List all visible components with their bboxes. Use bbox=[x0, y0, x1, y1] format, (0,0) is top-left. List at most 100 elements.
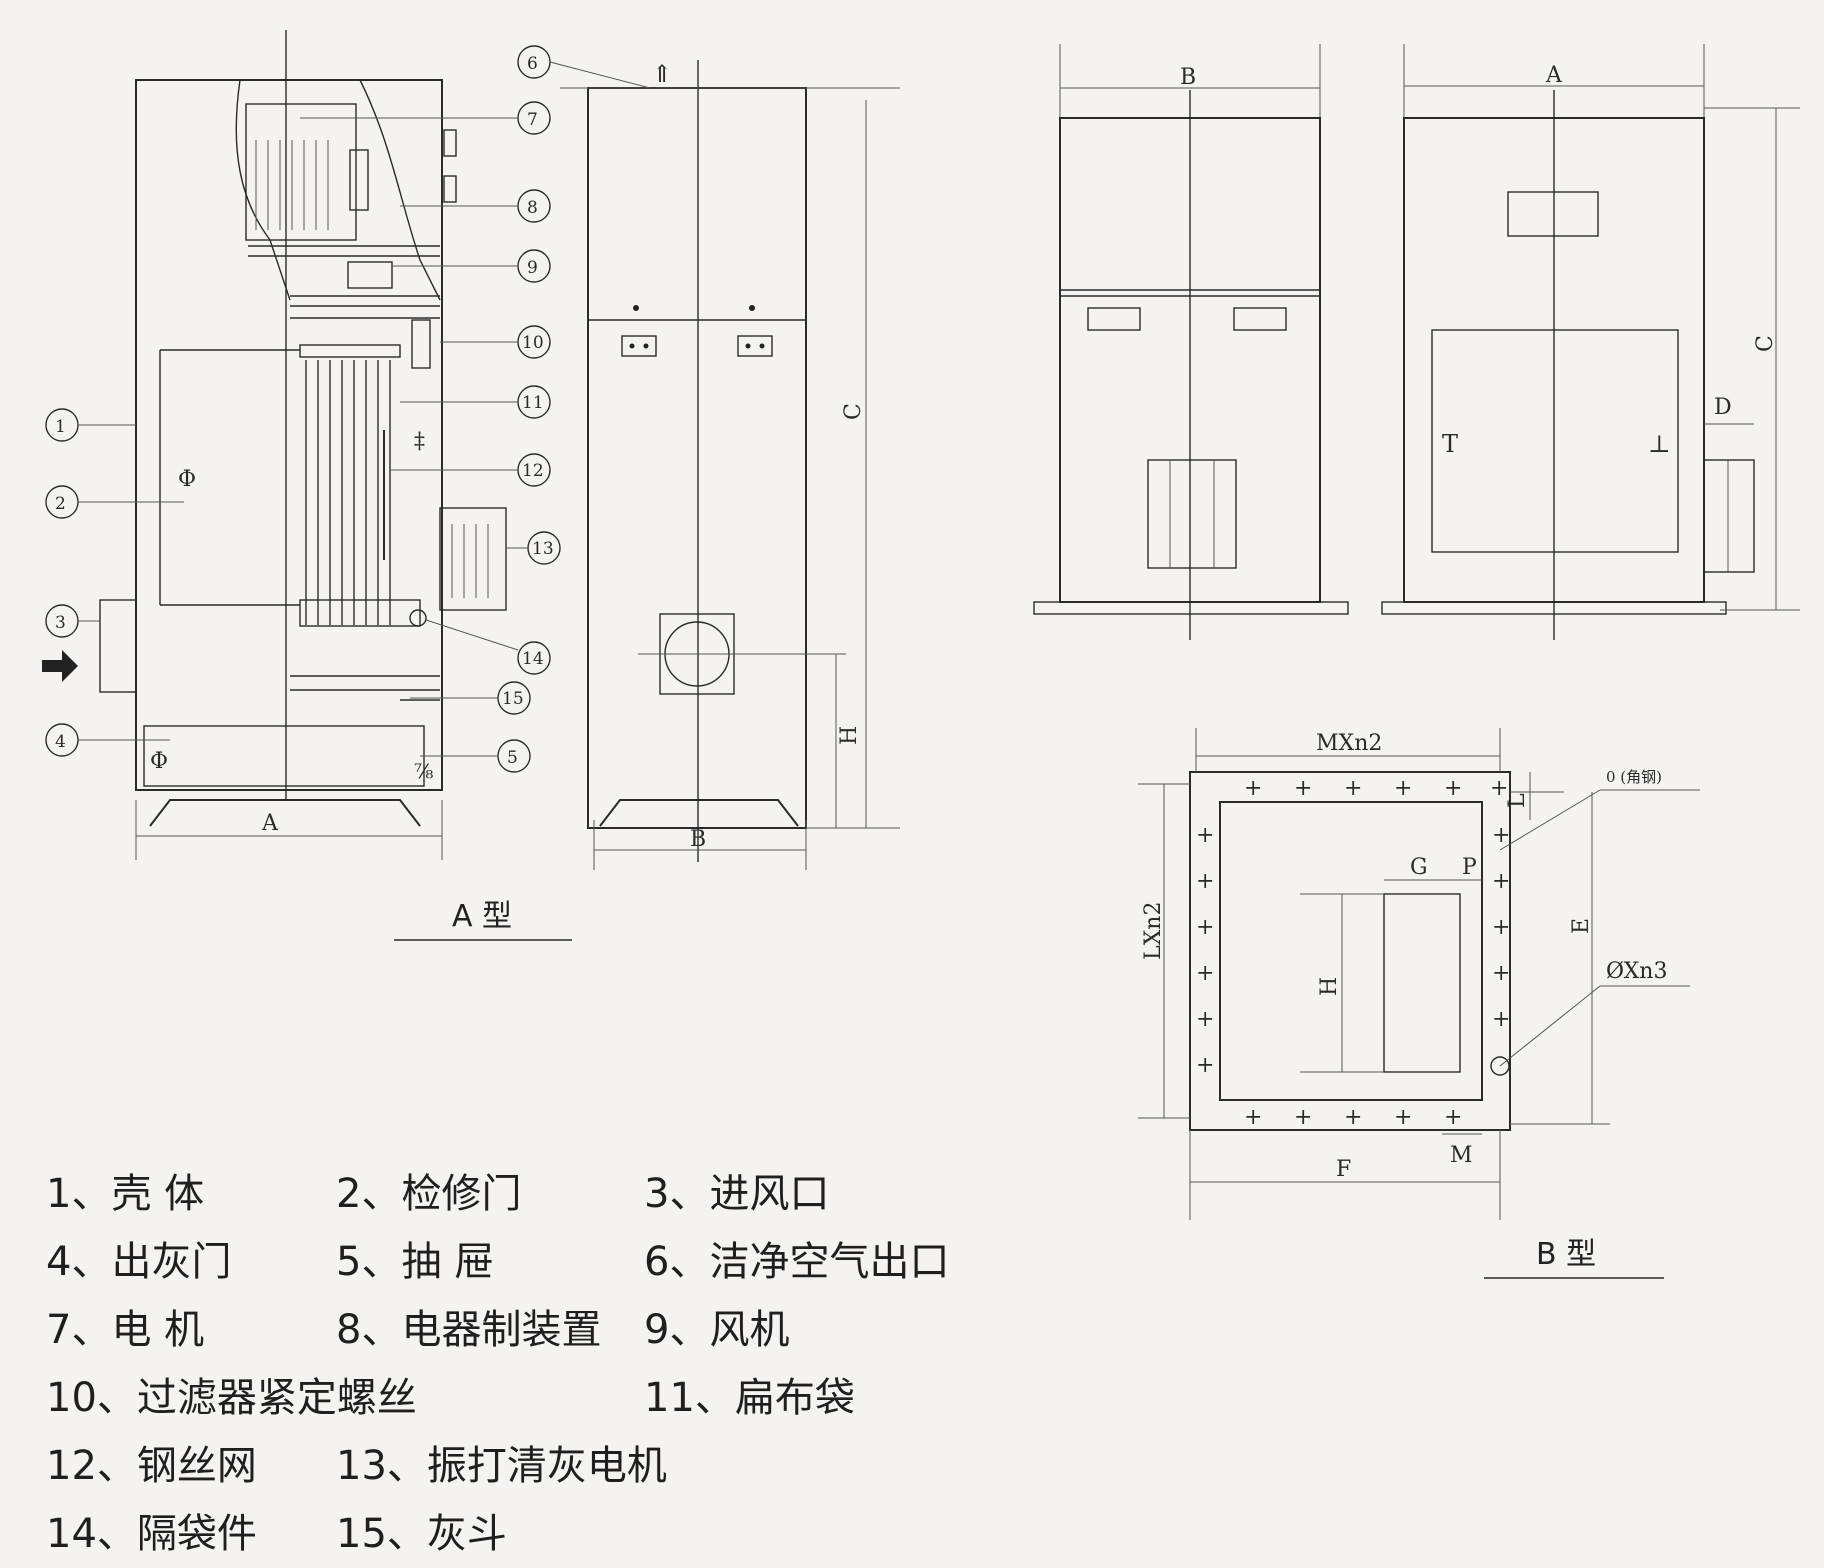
svg-text:2: 2 bbox=[55, 494, 66, 514]
svg-text:+: + bbox=[1394, 1105, 1412, 1130]
type-b-front-view: B bbox=[1033, 44, 1349, 640]
svg-text:+: + bbox=[1344, 776, 1362, 801]
legend-item: 12、钢丝网 bbox=[46, 1443, 257, 1489]
type-b-side-view: A T ⊥ D C bbox=[1381, 44, 1800, 640]
svg-text:⇑: ⇑ bbox=[652, 60, 672, 88]
callout-6: 6 bbox=[517, 45, 651, 89]
type-a-front-view: ⇑ C H B bbox=[560, 60, 900, 870]
callout-1: 1 bbox=[45, 408, 136, 442]
svg-text:9: 9 bbox=[527, 258, 538, 278]
dim-e: E bbox=[1569, 918, 1594, 934]
dim-h-b: H bbox=[1317, 977, 1342, 996]
svg-text:11: 11 bbox=[522, 393, 544, 413]
legend-item: 8、电器制装置 bbox=[336, 1307, 602, 1353]
legend-item: 13、振打清灰电机 bbox=[336, 1443, 667, 1489]
callout-4: 4 bbox=[45, 723, 170, 757]
svg-text:8: 8 bbox=[527, 198, 538, 218]
dim-lxn2: LXn2 bbox=[1141, 902, 1166, 960]
caption-type-a: A 型 bbox=[452, 899, 512, 934]
svg-text:14: 14 bbox=[522, 649, 544, 669]
dim-g: G bbox=[1410, 855, 1428, 880]
dim-l: L bbox=[1505, 793, 1530, 808]
callout-5: 5 bbox=[420, 739, 531, 773]
svg-text:+: + bbox=[1492, 869, 1510, 894]
svg-text:+: + bbox=[1196, 823, 1214, 848]
svg-text:+: + bbox=[1490, 776, 1508, 801]
svg-text:+: + bbox=[1492, 823, 1510, 848]
dim-d: D bbox=[1714, 395, 1732, 420]
svg-text:+: + bbox=[1196, 1007, 1214, 1032]
dim-a-b: A bbox=[1545, 63, 1563, 88]
svg-text:+: + bbox=[1492, 961, 1510, 986]
dim-a: A bbox=[261, 811, 279, 836]
svg-text:1: 1 bbox=[55, 417, 66, 437]
svg-text:+: + bbox=[1196, 915, 1214, 940]
callout-markers: 1 2 3 4 5 6 7 8 9 10 11 12 13 14 15 bbox=[45, 45, 651, 773]
dim-c: C bbox=[841, 403, 866, 420]
legend-item: 14、隔袋件 bbox=[46, 1511, 257, 1557]
dim-mxn2: MXn2 bbox=[1316, 731, 1382, 756]
svg-text:15: 15 bbox=[502, 689, 524, 709]
svg-text:+: + bbox=[1196, 1053, 1214, 1078]
svg-text:6: 6 bbox=[527, 54, 538, 74]
svg-text:10: 10 bbox=[522, 333, 544, 353]
legend-item: 7、电 机 bbox=[46, 1307, 205, 1353]
dim-p: P bbox=[1462, 855, 1477, 880]
svg-text:+: + bbox=[1492, 915, 1510, 940]
bolt-holes: ++++++ +++++ ++++++ +++++ bbox=[1196, 776, 1510, 1130]
svg-text:⊥: ⊥ bbox=[1648, 430, 1671, 458]
callout-10: 10 bbox=[440, 325, 551, 359]
legend-item: 3、进风口 bbox=[644, 1171, 830, 1217]
svg-text:13: 13 bbox=[532, 539, 554, 559]
callout-12: 12 bbox=[390, 453, 551, 487]
svg-text:+: + bbox=[1444, 1105, 1462, 1130]
svg-text:Φ: Φ bbox=[178, 467, 196, 492]
svg-text:+: + bbox=[1294, 1105, 1312, 1130]
legend-item: 6、洁净空气出口 bbox=[644, 1239, 950, 1285]
dim-oxn3: ØXn3 bbox=[1606, 959, 1667, 984]
dim-b-a: B bbox=[690, 827, 706, 852]
svg-text:+: + bbox=[1344, 1105, 1362, 1130]
dim-h: H bbox=[837, 726, 862, 745]
callout-3: 3 bbox=[45, 604, 100, 638]
svg-text:+: + bbox=[1492, 1007, 1510, 1032]
svg-text:4: 4 bbox=[55, 732, 66, 752]
type-a-side-section: Φ ‡ Φ ⅞ bbox=[42, 30, 507, 860]
callout-13: 13 bbox=[506, 531, 561, 565]
legend-item: 1、壳 体 bbox=[46, 1171, 205, 1217]
legend-item: 4、出灰门 bbox=[46, 1239, 232, 1285]
dim-b-b: B bbox=[1180, 65, 1196, 90]
svg-text:+: + bbox=[1294, 776, 1312, 801]
svg-text:5: 5 bbox=[507, 748, 518, 768]
svg-text:7: 7 bbox=[527, 110, 538, 130]
label-angle-steel: 0 (角钢) bbox=[1606, 768, 1662, 786]
dim-c-b: C bbox=[1753, 335, 1778, 352]
svg-text:Φ: Φ bbox=[150, 749, 168, 774]
svg-text:⅞: ⅞ bbox=[414, 759, 433, 783]
legend-item: 11、扁布袋 bbox=[644, 1375, 855, 1421]
callout-8: 8 bbox=[400, 189, 551, 223]
callout-7: 7 bbox=[300, 101, 551, 135]
svg-text:12: 12 bbox=[522, 461, 544, 481]
svg-text:3: 3 bbox=[55, 613, 66, 633]
motor-fins bbox=[255, 140, 329, 230]
svg-text:+: + bbox=[1394, 776, 1412, 801]
svg-text:‡: ‡ bbox=[414, 429, 425, 454]
caption-type-b: B 型 bbox=[1536, 1237, 1596, 1272]
legend-item: 9、风机 bbox=[644, 1307, 790, 1353]
callout-9: 9 bbox=[392, 249, 551, 283]
svg-text:+: + bbox=[1196, 961, 1214, 986]
callout-11: 11 bbox=[400, 385, 551, 419]
callout-14: 14 bbox=[425, 619, 551, 675]
svg-text:+: + bbox=[1196, 869, 1214, 894]
dim-f: F bbox=[1336, 1157, 1351, 1182]
type-b-flange-plan: ++++++ +++++ ++++++ +++++ MXn2 LXn2 L E … bbox=[1138, 728, 1700, 1220]
dim-m: M bbox=[1450, 1143, 1473, 1168]
filter-bags bbox=[299, 344, 427, 627]
legend-item: 15、灰斗 bbox=[336, 1511, 507, 1557]
legend-item: 5、抽 屉 bbox=[336, 1239, 495, 1285]
svg-text:+: + bbox=[1244, 776, 1262, 801]
svg-text:+: + bbox=[1244, 1105, 1262, 1130]
svg-text:T: T bbox=[1442, 430, 1458, 458]
